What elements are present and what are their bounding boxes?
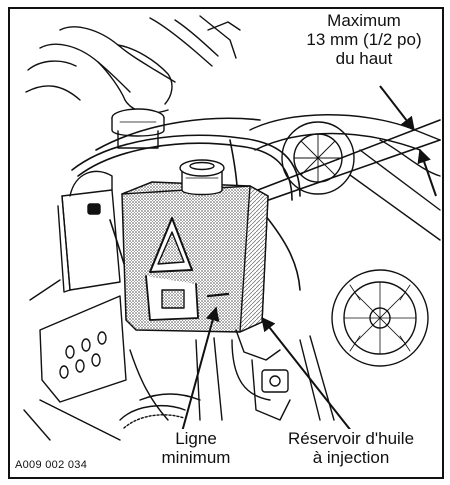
reservoir-label: Réservoir d'huile à injection <box>262 429 440 467</box>
maximum-level-label: Maximum 13 mm (1/2 po) du haut <box>289 11 439 68</box>
minimum-line2: minimum <box>161 448 231 467</box>
oil-reservoir <box>121 181 269 333</box>
air-box <box>57 170 121 293</box>
hand-drawing <box>25 15 241 114</box>
engine-fan <box>249 114 441 241</box>
maximum-line3: du haut <box>335 49 393 68</box>
annotation-arrows <box>181 85 437 433</box>
injection-pump <box>129 329 335 421</box>
minimum-line1: Ligne <box>175 429 217 448</box>
radiator-fan <box>331 269 429 367</box>
chassis-panel <box>23 279 127 441</box>
figure-code: A009 002 034 <box>15 459 88 471</box>
fill-rod <box>231 119 441 211</box>
reservoir-line2: à injection <box>312 448 390 467</box>
reservoir-line1: Réservoir d'huile <box>287 429 415 448</box>
maximum-line1: Maximum <box>327 11 401 30</box>
minimum-line-label: Ligne minimum <box>140 429 252 467</box>
reservoir-cap <box>179 159 225 196</box>
maximum-line2: 13 mm (1/2 po) <box>306 30 422 49</box>
sprocket <box>119 405 186 429</box>
